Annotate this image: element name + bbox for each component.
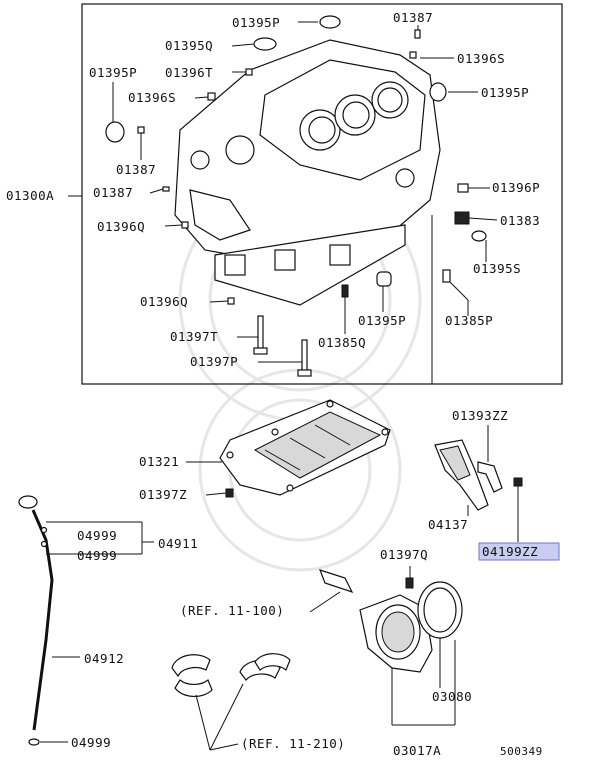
label-01395P-c[interactable]: 01395P [481, 85, 529, 100]
oil-seal-03080[interactable] [417, 581, 463, 639]
plug-01396P[interactable] [457, 183, 469, 193]
leader-ref-11-100 [309, 591, 341, 613]
plug-01396Q-upper[interactable] [181, 221, 189, 229]
label-01387-a[interactable]: 01387 [393, 10, 433, 25]
label-01321[interactable]: 01321 [139, 454, 179, 469]
pin-01387-mid[interactable] [162, 186, 170, 192]
label-01300A[interactable]: 01300A [6, 188, 54, 203]
label-01397T[interactable]: 01397T [170, 329, 218, 344]
leader-lines-dipstick [40, 521, 154, 743]
ref-11-100-part[interactable] [318, 569, 354, 594]
plug-01395S[interactable] [471, 230, 487, 242]
label-01395S[interactable]: 01395S [473, 261, 521, 276]
label-04199ZZ[interactable]: 04199ZZ [482, 544, 538, 559]
label-01397Q[interactable]: 01397Q [380, 547, 428, 562]
label-01385P[interactable]: 01385P [445, 313, 493, 328]
bolt-01397T[interactable] [257, 315, 264, 351]
bolt-01397Q[interactable] [405, 577, 414, 589]
plug-01395Q[interactable] [253, 37, 277, 51]
label-ref-11-100[interactable]: (REF. 11-100) [180, 603, 284, 618]
label-04999-b[interactable]: 04999 [77, 548, 117, 563]
plug-01396T[interactable] [245, 68, 253, 76]
bolt-01397P[interactable] [301, 339, 308, 373]
plug-01385P[interactable] [442, 269, 451, 283]
label-01396P[interactable]: 01396P [492, 180, 540, 195]
oil-level-gauge[interactable] [18, 495, 54, 746]
label-03080[interactable]: 03080 [432, 689, 472, 704]
crank-bearings-ref-11-210[interactable] [171, 653, 291, 697]
label-04911[interactable]: 04911 [158, 536, 198, 551]
plug-01396S-left[interactable] [207, 92, 216, 101]
label-01397Z[interactable]: 01397Z [139, 487, 187, 502]
label-01396Q-a[interactable]: 01396Q [97, 219, 145, 234]
label-01387-c[interactable]: 01387 [93, 185, 133, 200]
label-01396S-a[interactable]: 01396S [457, 51, 505, 66]
leader-lines-upper [68, 21, 498, 384]
plug-01385Q[interactable] [341, 284, 349, 298]
diagram-code: 500349 [500, 745, 543, 758]
label-01385Q[interactable]: 01385Q [318, 335, 366, 350]
label-01395Q-a[interactable]: 01395Q [165, 38, 213, 53]
label-01397P[interactable]: 01397P [190, 354, 238, 369]
bolt-01397Z[interactable] [225, 488, 234, 498]
label-04137[interactable]: 04137 [428, 517, 468, 532]
leader-01397Z [205, 492, 227, 496]
label-ref-11-210[interactable]: (REF. 11-210) [241, 736, 345, 751]
crankcase-stiffener-01321[interactable] [219, 399, 391, 496]
plug-01395P-top[interactable] [319, 15, 341, 29]
label-04999-c[interactable]: 04999 [71, 735, 111, 750]
label-01383[interactable]: 01383 [500, 213, 540, 228]
plug-01396S-top[interactable] [409, 51, 417, 59]
label-01387-b[interactable]: 01387 [116, 162, 156, 177]
plug-01396Q-lower[interactable] [227, 297, 235, 305]
label-04912[interactable]: 04912 [84, 651, 124, 666]
label-01395P-a[interactable]: 01395P [232, 15, 280, 30]
label-01396S-b[interactable]: 01396S [128, 90, 176, 105]
engine-block-frame [81, 3, 563, 385]
engine-block[interactable] [174, 39, 441, 306]
leader-lines-seal [391, 638, 456, 726]
plug-01383[interactable] [454, 211, 470, 225]
plug-01395P-left[interactable] [105, 121, 125, 143]
label-04999-a[interactable]: 04999 [77, 528, 117, 543]
pin-01387-top[interactable] [414, 29, 421, 39]
label-01396Q-b[interactable]: 01396Q [140, 294, 188, 309]
label-01393ZZ[interactable]: 01393ZZ [452, 408, 508, 423]
bolt-04199ZZ[interactable] [513, 477, 523, 487]
seal-plugs [105, 15, 487, 377]
oil-seal-case-03017A[interactable] [359, 594, 433, 673]
leader-lines-bearings [195, 683, 244, 751]
label-01395P-b[interactable]: 01395P [89, 65, 137, 80]
highlight-04199ZZ[interactable] [478, 542, 560, 561]
bolt-01397T-head [253, 347, 268, 355]
plug-01395P-right[interactable] [429, 82, 447, 102]
bolt-01397P-head [297, 369, 312, 377]
bracket-04137[interactable] [434, 439, 489, 511]
label-01395P-d[interactable]: 01395P [358, 313, 406, 328]
part-labels: 01395P 01387 01395Q 01396S 01395P 01396T… [6, 10, 543, 758]
label-03017A[interactable]: 03017A [393, 743, 441, 758]
plug-01395P-lower[interactable] [376, 271, 392, 287]
bracket-01393ZZ[interactable] [477, 425, 503, 493]
pin-01387-left[interactable] [137, 126, 145, 134]
label-01396T[interactable]: 01396T [165, 65, 213, 80]
